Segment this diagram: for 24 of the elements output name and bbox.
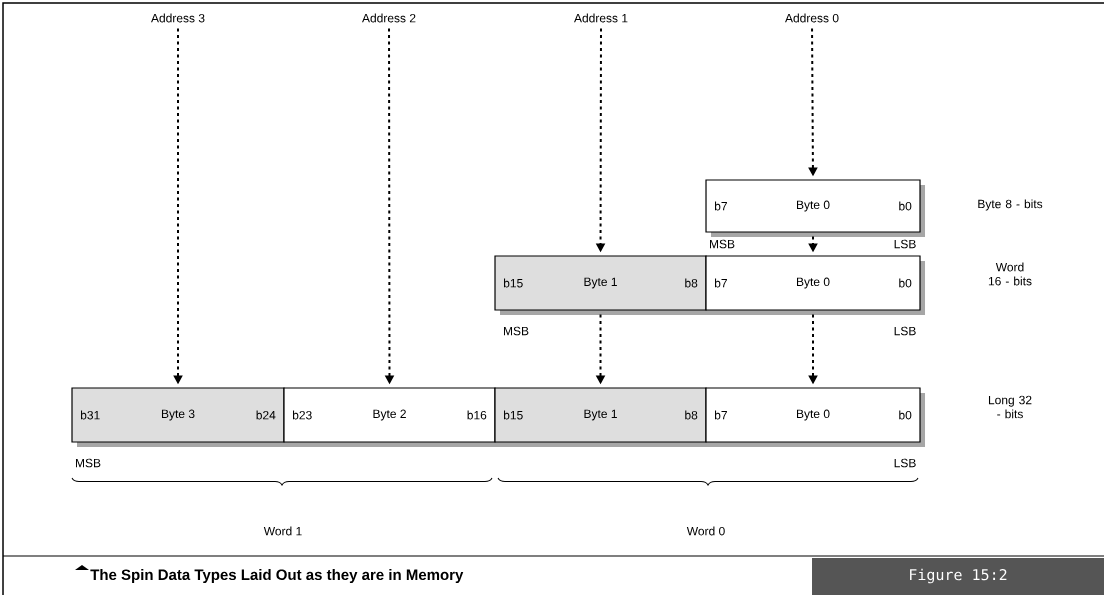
address-label: Address 0	[785, 13, 839, 23]
msb-label: MSB	[710, 239, 735, 249]
byte-cell: b7 Byte 0 b0	[705, 179, 921, 233]
address-label: Address 2	[362, 13, 416, 23]
caption: The Spin Data Types Laid Out as they are in Memory	[90, 569, 464, 583]
msb-label: MSB	[76, 458, 101, 468]
row-label: Word 16 - bits	[988, 262, 1032, 286]
byte-cell: b31 Byte 3 b24	[71, 387, 285, 443]
byte-cell: b23 Byte 2 b16	[283, 387, 496, 443]
row-label: Byte 8 - bits	[978, 199, 1043, 211]
row-label: Long 32 - bits	[989, 395, 1032, 419]
lsb-label: LSB	[894, 458, 916, 468]
address-label: Address 1	[574, 13, 628, 23]
byte-cell: b15 Byte 1 b8	[494, 387, 707, 443]
address-label: Address 3	[151, 13, 205, 23]
byte-cell: b7 Byte 0 b0	[705, 387, 921, 443]
byte-cell: b15 Byte 1 b8	[494, 255, 707, 311]
byte-cell: b7 Byte 0 b0	[705, 255, 921, 311]
figure-number-tab: Figure 15:2	[812, 558, 1104, 595]
lsb-label: LSB	[894, 239, 916, 249]
brace-label: Word 1	[263, 526, 302, 536]
lsb-label: LSB	[894, 326, 916, 336]
brace-label: Word 0	[686, 526, 725, 536]
msb-label: MSB	[504, 326, 529, 336]
